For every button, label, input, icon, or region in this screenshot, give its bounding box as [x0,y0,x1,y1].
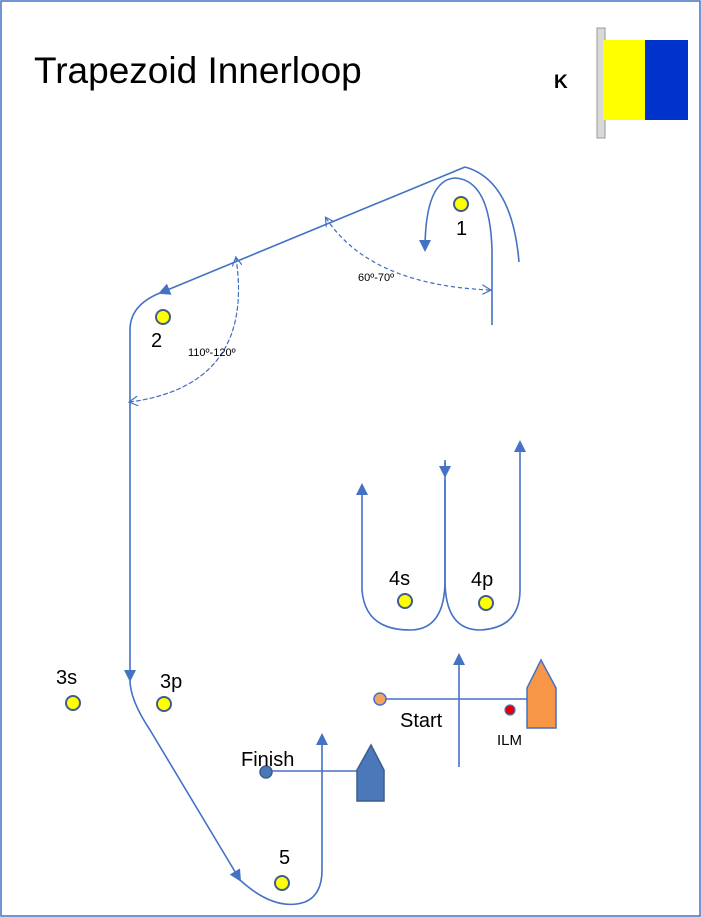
ilm-label: ILM [497,732,522,749]
mark-4p-label: 4p [471,569,493,591]
start-pin-buoy [373,692,387,706]
mark-5-label: 5 [279,847,290,869]
mark-5 [274,875,290,891]
lower-angle-label: 110º-120º [188,347,236,359]
mark-1 [453,196,469,212]
mark-2 [155,309,171,325]
outer-loop-path [124,166,520,906]
k-flag-icon [596,27,688,139]
angle-arcs [130,218,490,402]
mark-4p [478,595,494,611]
start-label: Start [400,710,443,732]
lower-angle-arc [130,257,240,402]
mark-2-label: 2 [151,330,162,352]
mark-4s-label: 4s [389,568,410,590]
mark-3p [156,696,172,712]
ilm-buoy [504,704,516,716]
finish-label: Finish [241,749,294,771]
mark-1-label: 1 [456,218,467,240]
mark-3p-label: 3p [160,671,182,693]
flag-yellow-half [603,40,645,120]
mark-3s [65,695,81,711]
flag-blue-half [645,40,688,120]
finish-committee-boat [356,743,385,802]
mark-4s [397,593,413,609]
start-committee-boat [526,658,557,729]
inner-loop-path [356,440,526,767]
finish-pin-buoy [259,765,273,779]
mark-3s-label: 3s [56,667,77,689]
flag-letter: K [554,72,568,93]
upper-angle-label: 60º-70º [358,272,394,284]
diagram-title: Trapezoid Innerloop [34,50,362,91]
